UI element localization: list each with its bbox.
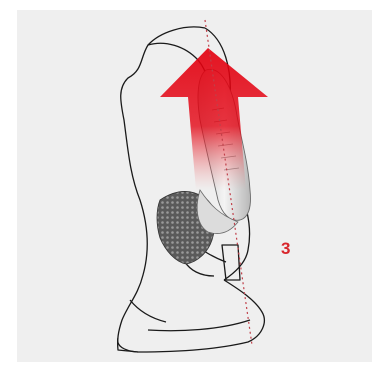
up-arrow (160, 48, 268, 190)
callout-label: 3 (281, 240, 290, 257)
boot-heel-line (130, 300, 166, 322)
boot-sole-line (118, 280, 265, 352)
boot-ankle-shape (185, 262, 214, 276)
